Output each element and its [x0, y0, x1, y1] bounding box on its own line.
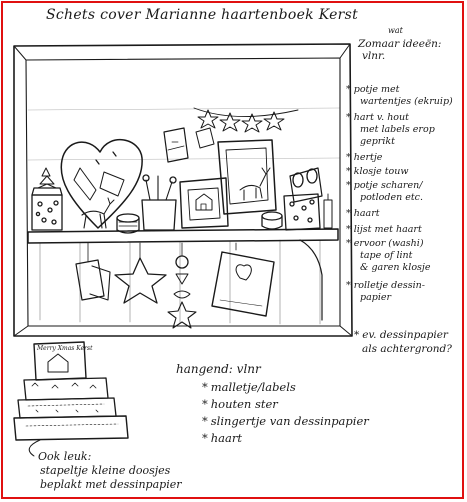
shelf: [27, 228, 339, 325]
ideas-heading: Zomaar ideeën: vlnr.: [358, 38, 441, 62]
ideas-heading-line1: Zomaar ideeën:: [358, 38, 442, 50]
ideas-heading-line2: vlnr.: [362, 50, 386, 62]
hanging-labels-icon: [75, 242, 111, 301]
box-label: Merry Xmas Kerst: [37, 345, 93, 352]
hanging-heading: hangend: vlnr: [176, 362, 261, 376]
star-garland-icon: [193, 107, 299, 133]
dotted-box-icon: [283, 193, 321, 231]
stacked-boxes-icon: [13, 341, 129, 441]
list-item-6: *haart: [346, 208, 380, 219]
deer-frame-icon: [217, 139, 277, 215]
list-item-5: *potje scharen/: [346, 180, 423, 191]
wooden-heart-icon: [60, 138, 143, 229]
list-item-7: *lijst met haart: [346, 224, 422, 235]
list-item-4: *klosje touw: [346, 166, 409, 177]
page-title: Schets cover Marianne haartenboek Kerst: [46, 7, 359, 23]
also-nice-line-1: stapeltje kleine doosjes: [40, 464, 171, 477]
candle-icon: [323, 193, 333, 229]
hanging-item-2: *houten ster: [202, 397, 278, 411]
picture-frame-house-icon: [179, 177, 229, 229]
list-item-1: *potje met: [346, 84, 400, 95]
hanging-item-3: *slingertje van dessinpapier: [202, 414, 369, 428]
washi-tape-icon: [261, 211, 283, 230]
list-item-1b: wartentjes (ekruip): [360, 96, 453, 107]
jar-with-buttons-icon: [31, 167, 63, 231]
list-item-2c: geprikt: [360, 136, 395, 147]
wat-note: wat: [388, 26, 403, 35]
pinned-card-icon: [163, 127, 215, 163]
twine-spool-icon: [116, 213, 140, 234]
hanging-paper-garland-icon: [167, 242, 197, 329]
list-item-3: *hertje: [346, 152, 383, 163]
list-item-2: *hart v. hout: [346, 112, 409, 123]
background-board: [13, 43, 353, 337]
pot-with-scissors-icon: [141, 174, 177, 231]
list-item-2b: met labels erop: [360, 124, 435, 135]
arrow-to-note: [28, 439, 41, 457]
list-item-5b: potloden etc.: [360, 192, 423, 203]
small-deer-icon: [81, 197, 115, 229]
hanging-heart-card-icon: [211, 242, 275, 317]
list-item-8: *ervoor (washi): [346, 238, 424, 249]
hanging-item-4: *haart: [202, 431, 242, 445]
paper-roll-icon: [289, 167, 323, 203]
also-nice-heading: Ook leuk:: [38, 450, 92, 463]
hanging-wooden-star-icon: [114, 242, 167, 304]
list-item-10: *ev. dessinpapier: [354, 329, 448, 341]
hanging-item-1: *malletje/labels: [202, 380, 296, 394]
list-item-8c: & garen klosje: [360, 262, 431, 273]
also-nice-line-2: beplakt met dessinpapier: [40, 478, 182, 491]
list-item-9: *rolletje dessin-: [346, 280, 425, 291]
list-item-10b: als achtergrond?: [362, 343, 452, 355]
list-item-9b: papier: [360, 292, 392, 303]
list-item-8b: tape of lint: [360, 250, 413, 261]
